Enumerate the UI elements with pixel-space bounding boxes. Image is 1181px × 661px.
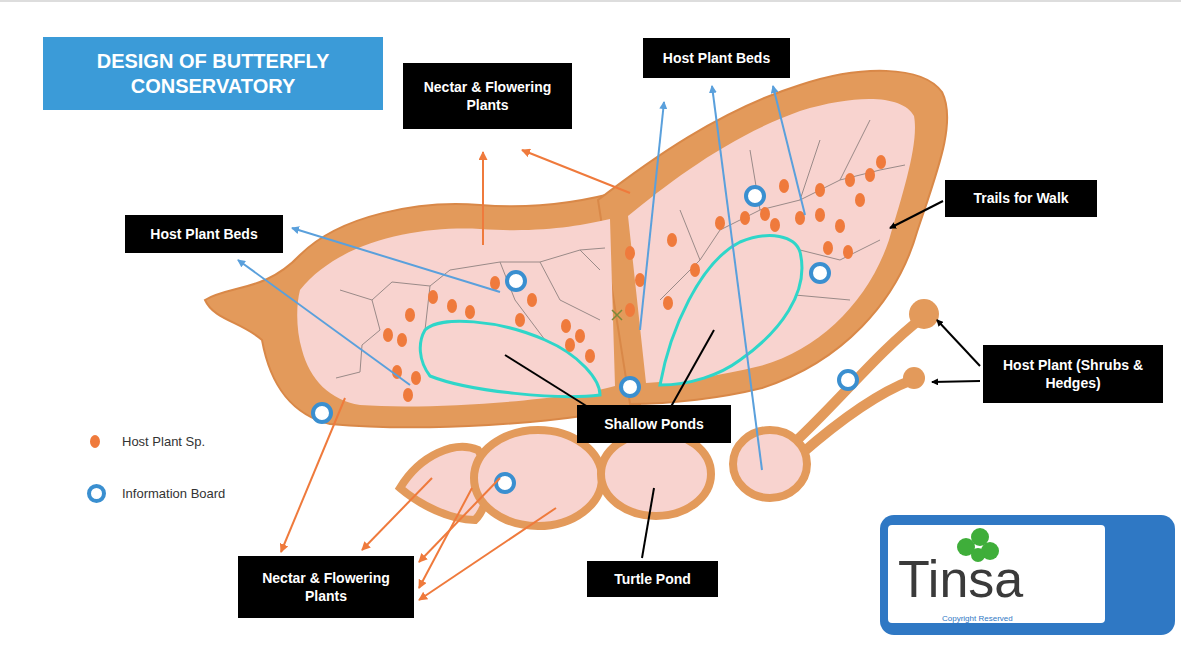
callout-text: Trails for Walk [973,189,1068,207]
host-plant-dot [690,263,700,277]
information-board [811,264,829,282]
legend-row: Host Plant Sp. [90,434,205,449]
information-board [496,474,514,492]
host-plant-dot [411,371,421,385]
host-plant-dot [575,329,585,343]
callout-box: Turtle Pond [587,561,718,597]
callout-box: Trails for Walk [945,180,1097,217]
host-plant-dot [815,208,825,222]
host-plant-dot [715,216,725,230]
callout-box: Nectar & Flowering Plants [238,556,414,618]
information-board [621,378,639,396]
legend-swatch [90,435,100,448]
host-plant-dot [405,308,415,322]
logo-box: TinsaCopyright Reserved [880,515,1175,635]
callout-box: Host Plant Beds [643,38,790,78]
host-plant-dot [635,273,645,287]
host-plant-dot [561,319,571,333]
host-plant-dot [527,293,537,307]
host-plant-dot [465,305,475,319]
host-plant-dot [823,241,833,255]
callout-box: Host Plant (Shrubs & Hedges) [983,345,1163,403]
host-plant-dot [845,173,855,187]
callout-text: Turtle Pond [614,570,691,588]
host-plant-dot [876,155,886,169]
host-plant-dot [625,303,635,317]
legend-text: Information Board [122,486,225,501]
host-plant-dot [740,211,750,225]
copyright-text: Copyright Reserved [942,615,1013,623]
host-plant-dot [770,218,780,232]
host-plant-dot [865,168,875,182]
host-plant-dot [397,333,407,347]
legend-row: Information Board [90,484,225,503]
host-plant-dot [843,245,853,259]
host-plant-dot [835,219,845,233]
callout-text: Nectar & Flowering Plants [411,78,564,114]
legend-ring [87,484,106,503]
host-plant-dot [383,328,393,342]
information-board [507,272,525,290]
legend-text: Host Plant Sp. [122,434,205,449]
callout-text: Host Plant Beds [663,49,770,67]
logo-name: Tinsa [898,553,1023,605]
information-board [839,371,857,389]
host-plant-dot [490,276,500,290]
host-plant-dot [428,290,438,304]
host-plant-dot [760,207,770,221]
host-plant-dot [515,313,525,327]
callout-text: Host Plant (Shrubs & Hedges) [991,356,1155,392]
host-plant-dot [585,349,595,363]
host-plant-dot [815,183,825,197]
host-plant-dot [447,299,457,313]
logo-panel: TinsaCopyright Reserved [888,525,1105,623]
callout-text: Nectar & Flowering Plants [246,569,406,605]
host-plant-dot [625,246,635,260]
callout-box: Host Plant Beds [125,215,283,253]
host-plant-dot [565,338,575,352]
host-plant-dot [855,193,865,207]
information-board [746,187,764,205]
title-box: DESIGN OF BUTTERFLY CONSERVATORY [43,37,383,110]
host-plant-dot [779,179,789,193]
callout-box: Shallow Ponds [577,405,731,443]
host-plant-dot [667,233,677,247]
host-plant-dot [403,388,413,402]
callout-box: Nectar & Flowering Plants [403,63,572,129]
callout-text: Shallow Ponds [604,415,704,433]
callout-text: Host Plant Beds [150,225,257,243]
host-plant-dot [663,296,673,310]
information-board [313,404,331,422]
title-text: DESIGN OF BUTTERFLY CONSERVATORY [55,49,371,99]
